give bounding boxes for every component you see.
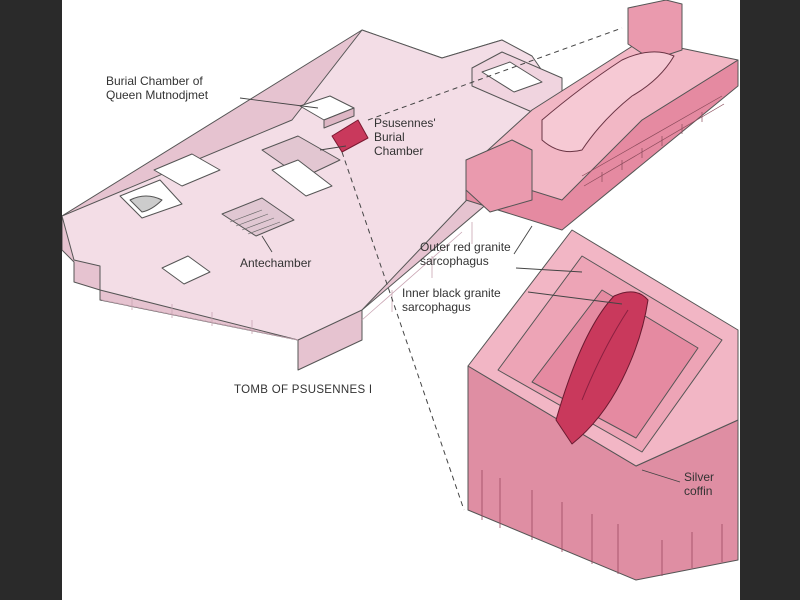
base-fluting xyxy=(481,470,723,576)
label-psusennes-line2: Burial xyxy=(374,130,405,144)
tomb-illustration xyxy=(62,0,739,581)
leader-lines xyxy=(239,97,681,483)
antechamber-area xyxy=(221,197,295,237)
annex-opening xyxy=(481,61,543,93)
label-psusennes-chamber: Psusennes' Burial Chamber xyxy=(374,116,436,158)
label-silver-line2: coffin xyxy=(684,484,713,498)
label-inner-line2: sarcophagus xyxy=(402,300,471,314)
hieroglyph-band xyxy=(581,95,725,187)
stair-lines xyxy=(229,209,281,235)
diagram-title: TOMB OF PSUSENNES I xyxy=(234,384,373,396)
upper-left-chamber xyxy=(153,153,221,187)
label-silver-coffin: Silver coffin xyxy=(684,470,714,498)
label-outer-sarcophagus: Outer red granite sarcophagus xyxy=(420,240,511,268)
lid-head-block xyxy=(627,0,683,61)
label-outer-line2: sarcophagus xyxy=(420,254,489,268)
label-queen-line2: Queen Mutnodjmet xyxy=(106,88,209,102)
lid-foot-block xyxy=(465,139,533,213)
tomb-structure xyxy=(62,29,563,371)
sarcophagus-base xyxy=(467,229,739,581)
sarcophagus-lid xyxy=(465,0,739,231)
label-silver-line1: Silver xyxy=(684,470,715,484)
inner-corridor xyxy=(271,159,333,197)
tomb-blocks xyxy=(101,186,513,341)
label-psusennes-line1: Psusennes' xyxy=(374,116,436,130)
diagram-frame: Burial Chamber of Queen Mutnodjmet Psuse… xyxy=(62,0,740,600)
psusennes-chamber xyxy=(331,119,369,153)
label-antechamber: Antechamber xyxy=(240,256,312,270)
label-queen-chamber: Burial Chamber of Queen Mutnodjmet xyxy=(106,74,208,102)
lower-pit xyxy=(161,255,211,285)
callout-dashes xyxy=(341,27,623,511)
label-outer-line1: Outer red granite xyxy=(420,240,511,254)
lid-effigy xyxy=(541,51,675,153)
label-inner-line1: Inner black granite xyxy=(402,286,501,300)
label-queen-line1: Burial Chamber of xyxy=(106,74,203,88)
label-inner-sarcophagus: Inner black granite sarcophagus xyxy=(402,286,501,314)
label-psusennes-line3: Chamber xyxy=(374,144,424,158)
silver-coffin xyxy=(555,291,649,445)
